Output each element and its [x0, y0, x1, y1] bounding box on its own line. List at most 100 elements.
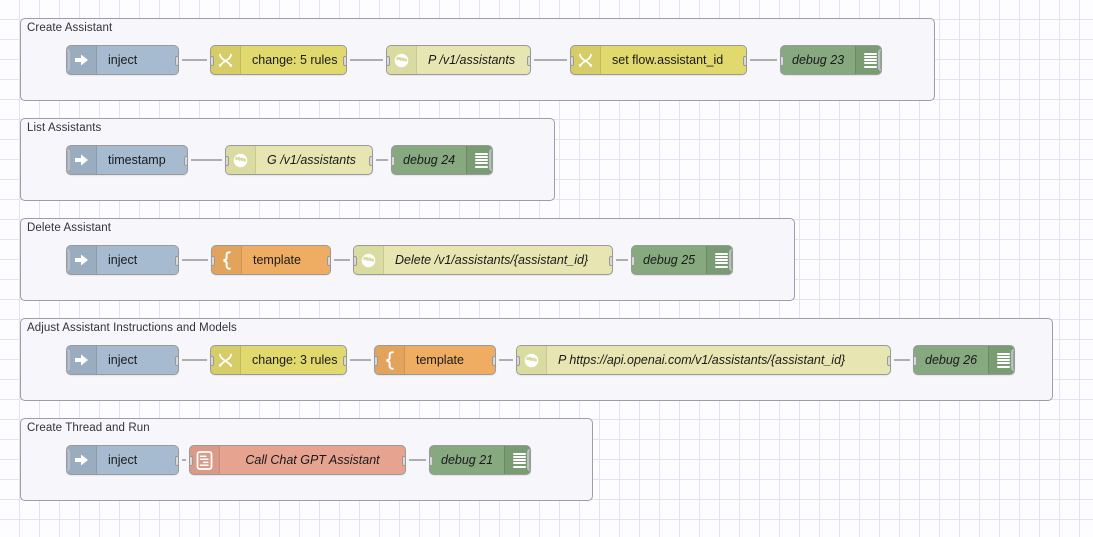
node-input-port[interactable]: [914, 356, 917, 366]
change-node[interactable]: change: 3 rules: [210, 345, 347, 375]
node-input-port[interactable]: [517, 356, 520, 366]
node-output-port[interactable]: [743, 56, 746, 66]
brace-icon: [375, 346, 405, 374]
flow-wire[interactable]: [409, 459, 426, 461]
node-label: inject: [108, 53, 138, 67]
node-output-port[interactable]: [175, 456, 178, 466]
node-output-port[interactable]: [343, 356, 346, 366]
flow-wire[interactable]: [334, 259, 350, 261]
node-label: debug 26: [925, 353, 978, 367]
node-input-port[interactable]: [781, 56, 784, 66]
inject-trigger-button[interactable]: [67, 349, 70, 371]
node-input-port[interactable]: [211, 56, 214, 66]
flow-wire[interactable]: [894, 359, 910, 361]
http-node[interactable]: P /v1/assistants: [386, 45, 531, 75]
debug-node[interactable]: debug 23: [780, 45, 882, 75]
debug-toggle-button[interactable]: [489, 149, 492, 171]
debug-node[interactable]: debug 24: [391, 145, 493, 175]
script-icon: [190, 446, 220, 474]
inject-node[interactable]: inject: [66, 445, 179, 475]
debug-lines-icon: [715, 252, 729, 268]
flow-wire[interactable]: [616, 259, 628, 261]
group-label: Adjust Assistant Instructions and Models: [27, 322, 237, 334]
inject-trigger-button[interactable]: [67, 149, 70, 171]
debug-lines-icon: [988, 346, 1014, 374]
node-output-port[interactable]: [402, 456, 405, 466]
node-input-port[interactable]: [190, 456, 193, 466]
node-input-port[interactable]: [392, 156, 395, 166]
debug-toggle-button[interactable]: [729, 249, 732, 271]
debug-toggle-button[interactable]: [878, 49, 881, 71]
flow-wire[interactable]: [191, 159, 222, 161]
flow-wire[interactable]: [182, 259, 208, 261]
inject-node[interactable]: timestamp: [66, 145, 188, 175]
debug-toggle-button[interactable]: [527, 449, 530, 471]
http-node[interactable]: Delete /v1/assistants/{assistant_id}: [353, 245, 613, 275]
node-output-port[interactable]: [609, 256, 612, 266]
flow-wire[interactable]: [376, 159, 388, 161]
node-output-port[interactable]: [327, 256, 330, 266]
inject-trigger-button[interactable]: [67, 449, 70, 471]
debug-lines-icon: [997, 352, 1011, 368]
node-output-port[interactable]: [887, 356, 890, 366]
node-output-port[interactable]: [175, 256, 178, 266]
node-label: P /v1/assistants: [428, 53, 516, 67]
node-label: template: [253, 253, 301, 267]
node-output-port[interactable]: [527, 56, 530, 66]
node-output-port[interactable]: [343, 56, 346, 66]
inject-trigger-button[interactable]: [67, 249, 70, 271]
debug-lines-icon: [706, 246, 732, 274]
flow-wire[interactable]: [499, 359, 513, 361]
debug-node[interactable]: debug 26: [913, 345, 1015, 375]
node-label: template: [416, 353, 464, 367]
node-label: Call Chat GPT Assistant: [245, 453, 380, 467]
node-input-port[interactable]: [211, 356, 214, 366]
debug-node[interactable]: debug 25: [631, 245, 733, 275]
arrow-right-icon: [67, 246, 97, 274]
debug-toggle-button[interactable]: [1011, 349, 1014, 371]
node-label: debug 23: [792, 53, 845, 67]
change-node-2[interactable]: set flow.assistant_id: [570, 45, 747, 75]
node-label: timestamp: [108, 153, 166, 167]
template-node[interactable]: template: [374, 345, 496, 375]
node-input-port[interactable]: [226, 156, 229, 166]
flow-wire[interactable]: [350, 59, 383, 61]
node-output-port[interactable]: [175, 356, 178, 366]
node-input-port[interactable]: [375, 356, 378, 366]
http-node[interactable]: G /v1/assistants: [225, 145, 373, 175]
debug-lines-icon: [475, 152, 489, 168]
inject-node[interactable]: inject: [66, 345, 179, 375]
group-label: Create Assistant: [27, 22, 113, 34]
flow-wire[interactable]: [182, 459, 186, 461]
node-input-port[interactable]: [354, 256, 357, 266]
debug-node[interactable]: debug 21: [429, 445, 531, 475]
node-output-port[interactable]: [369, 156, 372, 166]
node-output-port[interactable]: [492, 356, 495, 366]
node-label: inject: [108, 453, 138, 467]
inject-node[interactable]: inject: [66, 245, 179, 275]
node-output-port[interactable]: [184, 156, 187, 166]
change-node[interactable]: change: 5 rules: [210, 45, 347, 75]
brace-icon: [212, 246, 242, 274]
node-input-port[interactable]: [632, 256, 635, 266]
node-input-port[interactable]: [430, 456, 433, 466]
arrow-right-icon: [67, 346, 97, 374]
inject-node[interactable]: inject: [66, 45, 179, 75]
debug-lines-icon: [855, 46, 881, 74]
flow-wire[interactable]: [534, 59, 567, 61]
flow-wire[interactable]: [750, 59, 777, 61]
flow-wire[interactable]: [350, 359, 371, 361]
inject-trigger-button[interactable]: [67, 49, 70, 71]
debug-lines-icon: [864, 52, 878, 68]
flow-wire[interactable]: [182, 359, 207, 361]
flow-wire[interactable]: [182, 59, 207, 61]
node-output-port[interactable]: [175, 56, 178, 66]
node-label: set flow.assistant_id: [612, 53, 724, 67]
http-node[interactable]: P https://api.openai.com/v1/assistants/{…: [516, 345, 891, 375]
node-input-port[interactable]: [571, 56, 574, 66]
node-input-port[interactable]: [212, 256, 215, 266]
assistant-node[interactable]: Call Chat GPT Assistant: [189, 445, 406, 475]
node-label: inject: [108, 353, 138, 367]
node-input-port[interactable]: [387, 56, 390, 66]
template-node[interactable]: template: [211, 245, 331, 275]
